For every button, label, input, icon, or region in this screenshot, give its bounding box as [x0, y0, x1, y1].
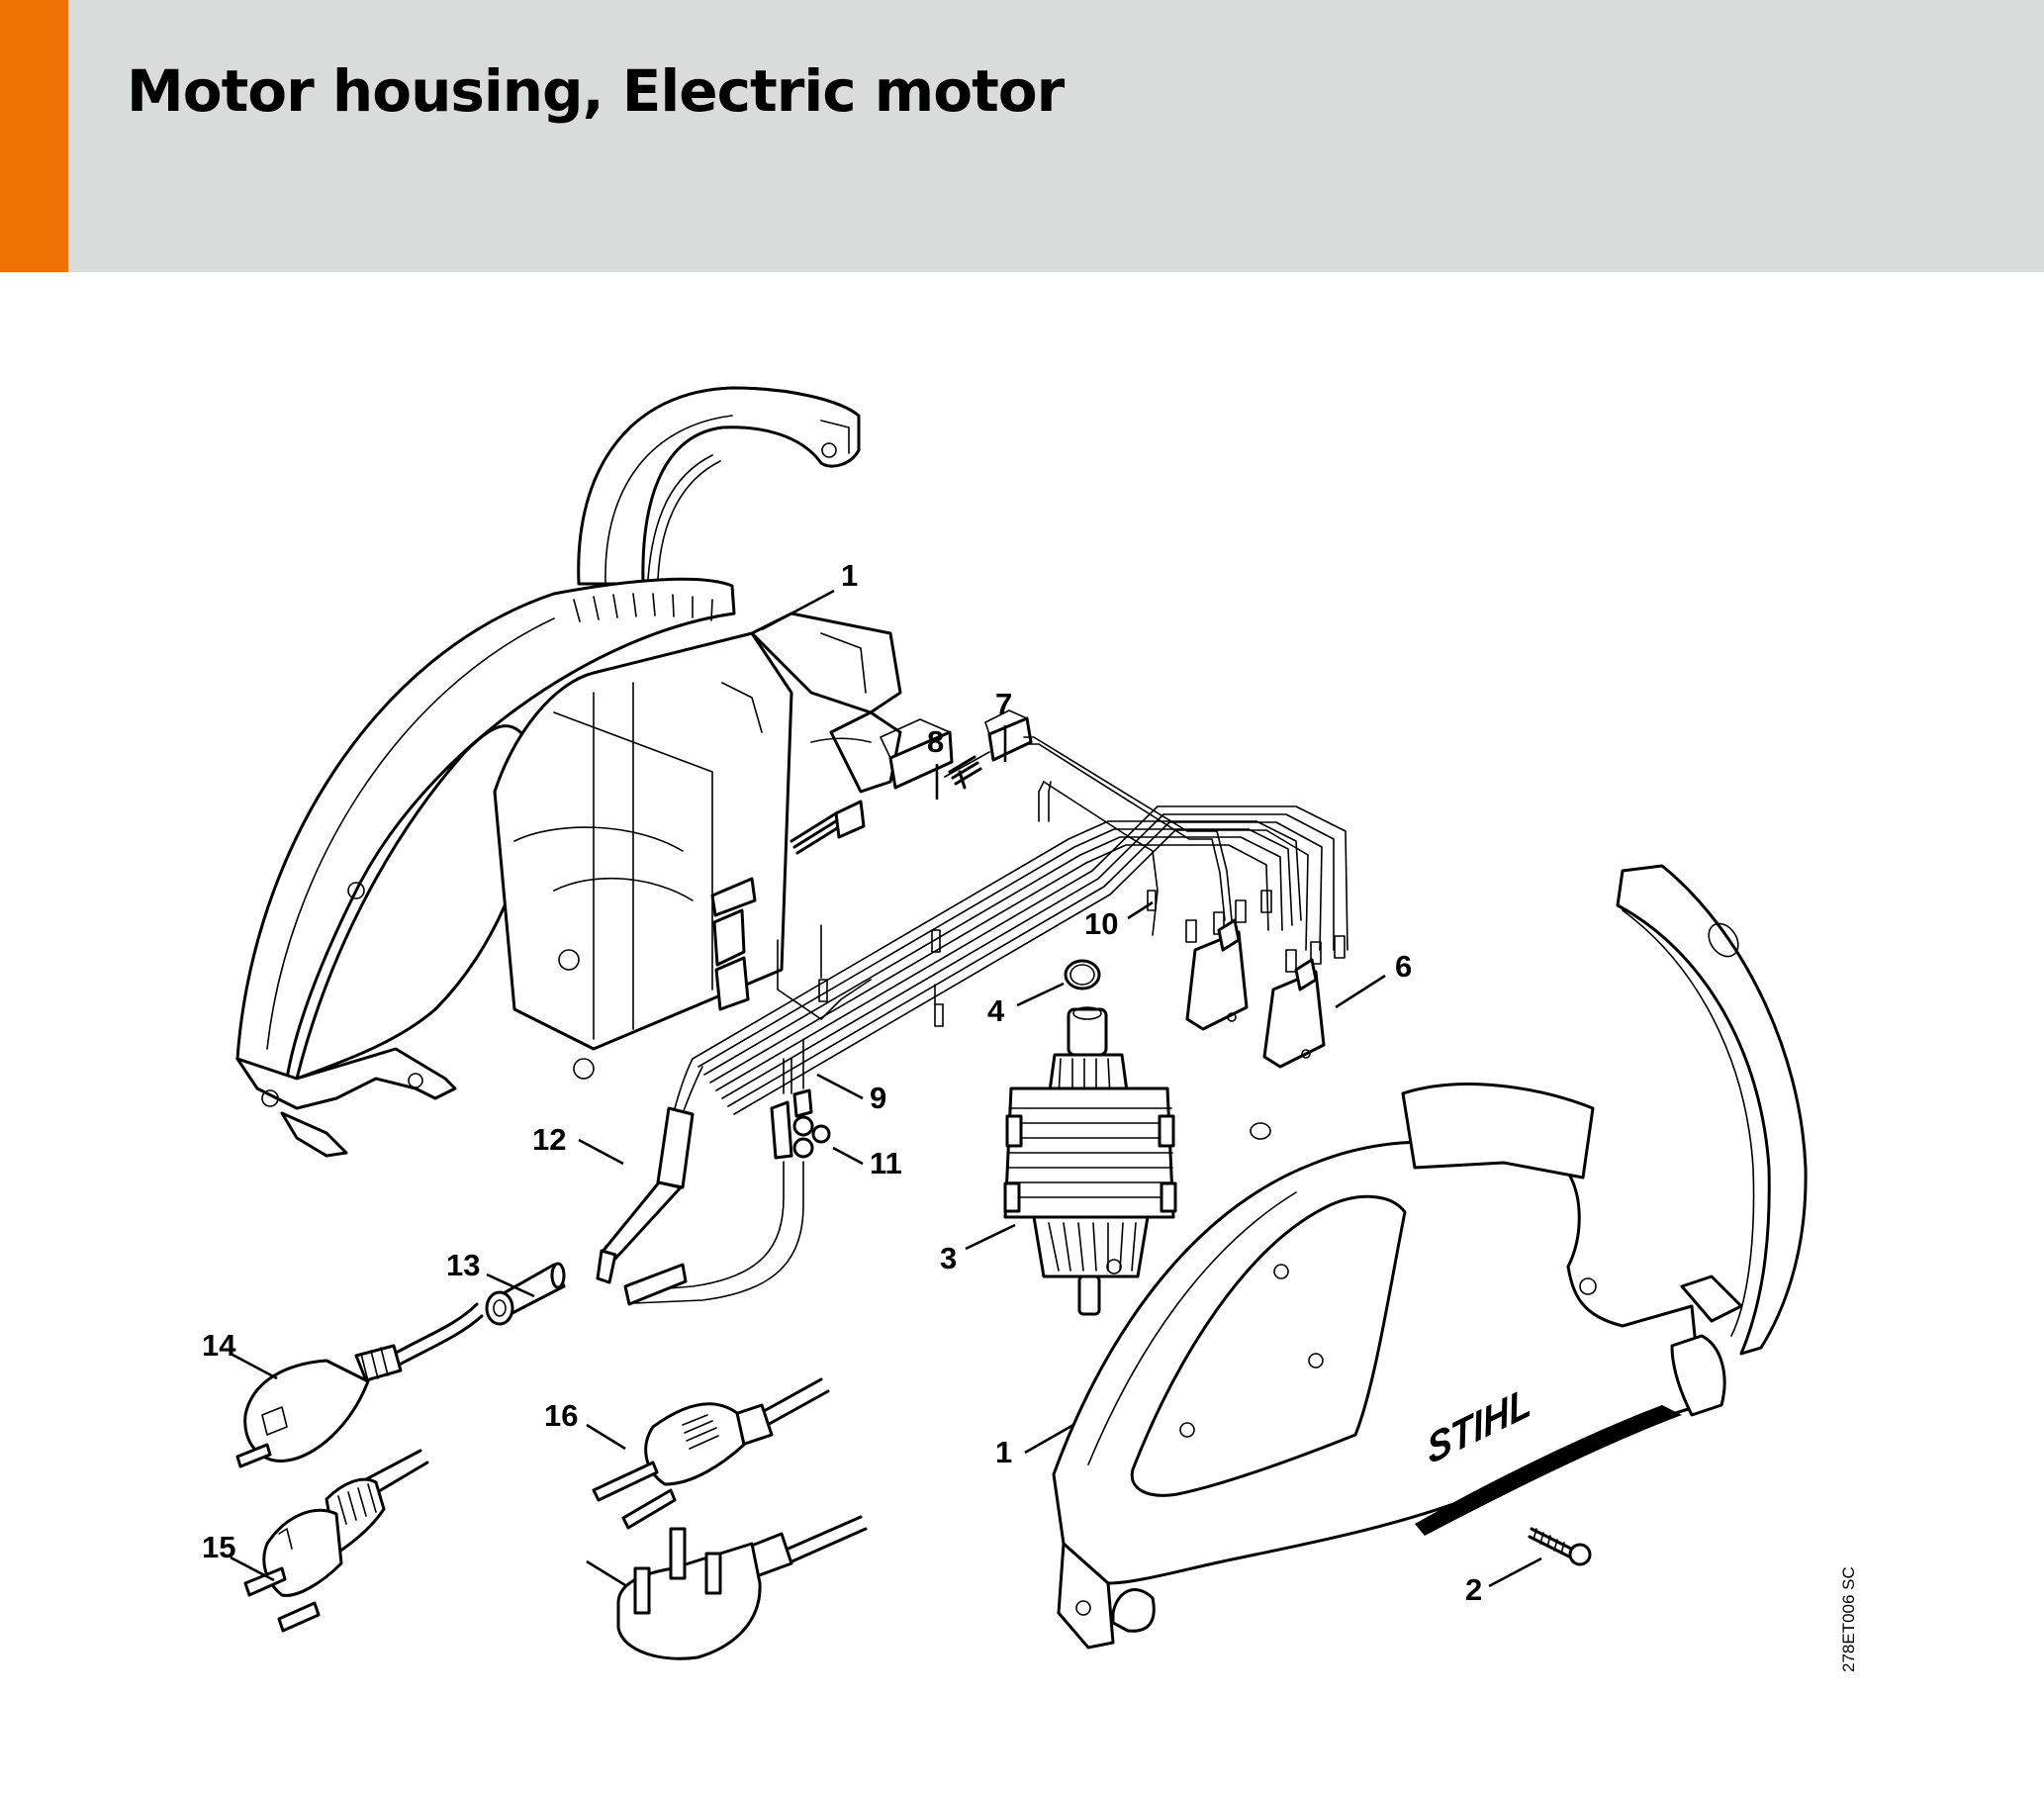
callout-3: 3 — [940, 1223, 1016, 1275]
callout-13: 14 — [202, 1328, 278, 1380]
switch[interactable] — [1185, 918, 1326, 1069]
callout-6: 8 — [927, 724, 944, 800]
page-title: Motor housing, Electric motor — [127, 57, 1065, 125]
electric-motor[interactable] — [1003, 1006, 1177, 1316]
callout-label: 15 — [202, 1530, 235, 1564]
callout-10: 10 — [1084, 900, 1154, 941]
callout-5: 7 — [995, 687, 1012, 762]
callout-label: 12 — [532, 1122, 566, 1157]
carbon-brush-spring[interactable] — [710, 751, 990, 917]
power-cord-plug-eu-schuko[interactable] — [243, 1449, 429, 1633]
callout-label: 6 — [1395, 949, 1412, 984]
power-cord-plug-eu-euro[interactable] — [592, 1377, 830, 1530]
screw[interactable] — [1528, 1527, 1592, 1566]
callout-7: 6 — [1335, 949, 1412, 1009]
motor-housing-right-half[interactable]: STIHL — [1052, 864, 1808, 1650]
callout-9: 9 — [816, 1073, 886, 1115]
carbon-brush-holder[interactable] — [880, 709, 1033, 790]
callout-label: 2 — [1465, 1572, 1482, 1607]
orange-accent-bar — [0, 0, 68, 272]
callout-label: 11 — [870, 1146, 902, 1180]
callout-label: 8 — [927, 724, 944, 759]
page-header: Motor housing, Electric motor — [0, 0, 2044, 272]
drawing-code: 278ET006 SC — [1839, 1566, 1858, 1672]
suppressor[interactable] — [596, 1058, 703, 1284]
wiring-harness[interactable] — [692, 736, 1348, 1115]
callout-2: 2 — [1465, 1557, 1542, 1607]
callout-12: 13 — [446, 1248, 535, 1298]
callout-label: 4 — [987, 993, 1005, 1028]
callout-label: 1 — [841, 558, 858, 593]
callout-11: 12 — [532, 1122, 624, 1166]
callout-label: 3 — [940, 1241, 957, 1275]
callout-label: 14 — [202, 1328, 236, 1363]
callout-14: 15 — [202, 1530, 275, 1582]
callout-label: 16 — [544, 1398, 578, 1433]
callout-label: 9 — [870, 1081, 886, 1115]
callout-16 — [586, 1559, 626, 1587]
callout-label: 7 — [995, 687, 1012, 721]
power-cord-plug-au[interactable] — [235, 1302, 484, 1468]
callout-label: 1 — [995, 1435, 1012, 1469]
callout-4: 4 — [987, 982, 1065, 1028]
carbon-brush-holder-lower[interactable] — [712, 908, 750, 1011]
cord-strain-relief[interactable] — [485, 1262, 688, 1326]
callout-label: 13 — [446, 1248, 480, 1282]
terminal-strip[interactable] — [632, 1088, 831, 1304]
o-ring[interactable] — [1064, 959, 1101, 991]
callout-1-top: 1 — [761, 558, 858, 631]
power-cord-plug-uk[interactable] — [616, 1515, 868, 1660]
callout-1-bottom: 1 — [995, 1423, 1074, 1469]
callout-15: 16 — [544, 1398, 626, 1451]
lead-wire[interactable] — [783, 1038, 804, 1094]
callout-label: 10 — [1084, 906, 1118, 941]
callout-8: 11 — [832, 1146, 902, 1180]
